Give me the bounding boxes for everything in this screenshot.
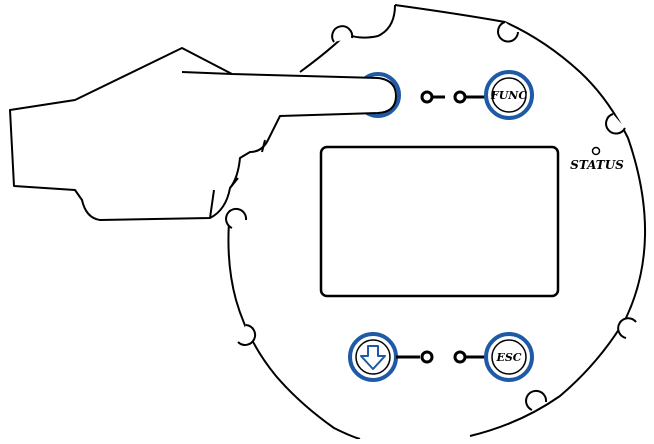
- led-bottom-left: [420, 350, 434, 364]
- notch-top-left: [331, 25, 354, 43]
- pointing-hand-illustration: [9, 47, 397, 221]
- esc-button-label: ESC: [495, 351, 521, 364]
- indicator-dots-top: [420, 90, 486, 104]
- esc-button[interactable]: ESC: [484, 332, 534, 382]
- mounting-notches: [225, 21, 637, 411]
- led-bottom-right: [453, 350, 467, 364]
- device-housing: [227, 4, 647, 440]
- notch-bottom-right: [525, 389, 548, 411]
- led-top-left: [420, 90, 434, 104]
- led-top-right: [453, 90, 467, 104]
- status-led: [591, 146, 601, 156]
- notch-top-right: [497, 21, 519, 43]
- down-button[interactable]: [348, 332, 398, 382]
- status-label: STATUS: [570, 158, 624, 172]
- notch-right-lower: [617, 317, 637, 339]
- notch-right-upper: [605, 113, 626, 135]
- indicator-dots-bottom: [396, 350, 486, 364]
- func-button[interactable]: FUNC: [484, 70, 534, 120]
- notch-left: [225, 207, 248, 229]
- status-indicator: STATUS: [570, 146, 624, 172]
- notch-bottom-left: [237, 324, 257, 346]
- func-button-label: FUNC: [490, 89, 527, 102]
- down-arrow-icon: [360, 345, 386, 370]
- lcd-display: [319, 145, 560, 298]
